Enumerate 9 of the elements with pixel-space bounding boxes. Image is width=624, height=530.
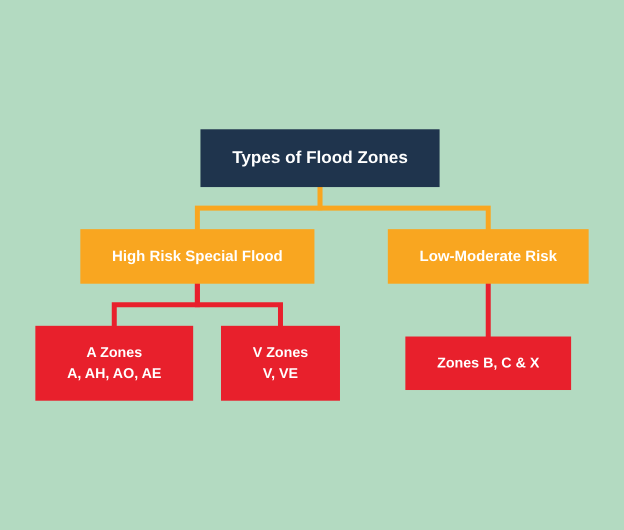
zone-box: A Zones A, AH, AO, AE: [35, 326, 194, 401]
connector-line: [194, 283, 283, 326]
connector-line: [486, 283, 491, 337]
zone-box: V Zones V, VE: [221, 326, 340, 401]
zone-box: Low-Moderate Risk: [388, 229, 589, 284]
connector-line: [318, 186, 491, 230]
zone-box: High Risk Special Flood: [80, 229, 314, 284]
zone-box: Types of Flood Zones: [200, 129, 440, 188]
zone-box: Zones B, C & X: [405, 336, 572, 390]
